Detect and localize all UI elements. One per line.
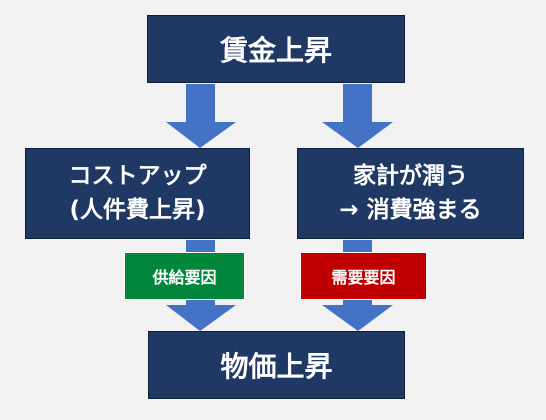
arrow-top-to-left [166, 84, 236, 148]
household-label: 家計が潤う [353, 163, 468, 190]
cost-up-label: コストアップ [68, 163, 207, 190]
household-box: 家計が潤う → 消費強まる [297, 148, 524, 239]
demand-factor-badge: 需要要因 [300, 252, 427, 300]
household-sublabel: → 消費強まる [339, 196, 482, 223]
wage-rise-label: 賃金上昇 [219, 34, 332, 67]
supply-factor-badge: 供給要因 [124, 252, 245, 300]
cost-up-sublabel: (人件費上昇) [69, 196, 206, 223]
demand-factor-label: 需要要因 [331, 268, 396, 287]
wage-rise-box: 賃金上昇 [147, 15, 405, 83]
price-rise-box: 物価上昇 [148, 331, 405, 399]
cost-up-box: コストアップ (人件費上昇) [25, 148, 250, 239]
price-rise-label: 物価上昇 [220, 350, 333, 383]
supply-factor-label: 供給要因 [152, 268, 217, 287]
arrow-top-to-right [322, 84, 393, 148]
